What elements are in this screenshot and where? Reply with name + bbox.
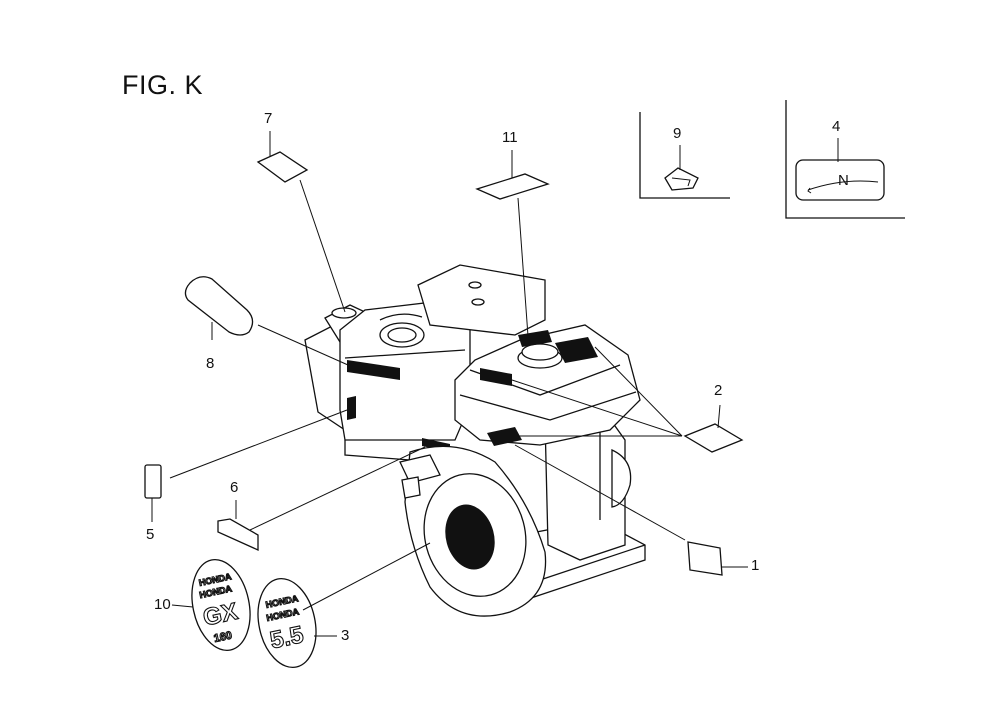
callout-7: 7 xyxy=(264,110,273,127)
emblem-gx: HONDA HONDA GX 160 xyxy=(191,558,251,652)
callout-6: 6 xyxy=(230,479,239,496)
emblem-gx-number: 160 xyxy=(213,630,233,646)
inset-box-4: N xyxy=(785,100,905,219)
leader-lines xyxy=(151,131,839,637)
decal-1 xyxy=(687,541,723,576)
decal-2 xyxy=(683,423,744,453)
callout-9: 9 xyxy=(673,125,682,142)
callout-3: 3 xyxy=(341,627,350,644)
decal-11 xyxy=(475,173,550,200)
callout-5: 5 xyxy=(146,526,155,543)
decal-8 xyxy=(184,276,254,336)
callout-4: 4 xyxy=(832,118,841,135)
figure-title: FIG. K xyxy=(122,70,204,100)
decal-5 xyxy=(144,464,162,499)
callout-10: 10 xyxy=(154,596,171,613)
decal-7 xyxy=(256,151,309,183)
inset-box-9 xyxy=(639,112,730,199)
engine-assembly xyxy=(304,264,646,617)
callout-11: 11 xyxy=(502,129,518,146)
decal-6 xyxy=(217,518,259,552)
callout-2: 2 xyxy=(714,382,723,399)
inset-label-n: N xyxy=(838,172,849,189)
callout-8: 8 xyxy=(206,355,215,372)
callout-1: 1 xyxy=(751,557,760,574)
decal-9 xyxy=(664,167,699,191)
emblem-hp: HONDA HONDA 5.5 xyxy=(257,577,317,669)
